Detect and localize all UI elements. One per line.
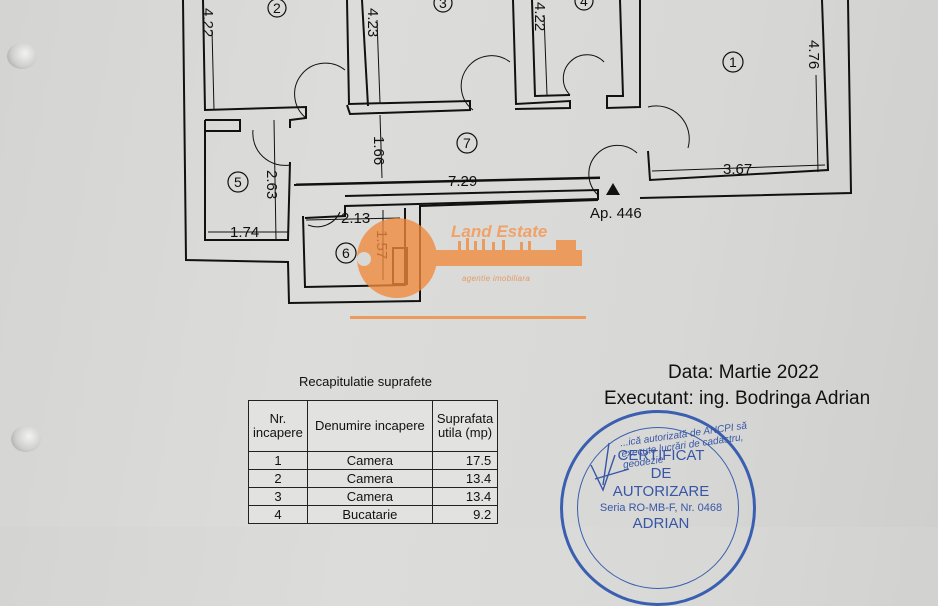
- document-executant: Executant: ing. Bodringa Adrian: [604, 388, 871, 409]
- table-row: 3 Camera 13.4: [248, 487, 499, 506]
- table-header-row: Nr. incapere Denumire incapere Suprafata…: [248, 400, 499, 452]
- table-row: 2 Camera 13.4: [248, 469, 499, 488]
- dim-room5-width: 1.74: [230, 224, 259, 241]
- dim-room6-width: 2.13: [341, 210, 370, 227]
- cell-area: 17.5: [431, 451, 499, 470]
- dim-room2-height: 4.22: [199, 8, 216, 37]
- stamp-line-autorizare: AUTORIZARE: [612, 483, 710, 500]
- cell-name: Camera: [306, 469, 433, 488]
- dim-room5-height: 2.63: [263, 170, 280, 199]
- watermark-key-icon: [350, 218, 586, 319]
- room-5-number: 5: [234, 174, 242, 190]
- room-4-number: 4: [580, 0, 588, 9]
- cell-nr: 2: [248, 469, 308, 488]
- cell-name: Camera: [306, 487, 433, 506]
- header-room-name: Denumire incapere: [306, 400, 433, 452]
- dim-room1-height: 4.76: [805, 40, 822, 69]
- table-row: 1 Camera 17.5: [248, 451, 499, 470]
- room-7-number: 7: [463, 135, 471, 151]
- binder-hole-top: [7, 43, 37, 69]
- dim-room4-height: 4.22: [531, 2, 548, 31]
- stamp-name: ADRIAN: [632, 515, 690, 532]
- document-date: Data: Martie 2022: [668, 362, 820, 383]
- stamp-line-de: DE: [650, 465, 672, 482]
- cell-area: 13.4: [431, 487, 499, 506]
- floor-plan: 4.22 4.23 4.22 4.76 3.67 7.29 1.66 2.63 …: [182, 0, 853, 319]
- stamp-line-certificat: CERTIFICAT: [617, 447, 705, 464]
- dim-room1-width: 3.67: [723, 161, 752, 178]
- cell-area: 9.2: [431, 505, 499, 524]
- room-1-number: 1: [729, 54, 737, 70]
- dim-hall-width: 7.29: [448, 173, 477, 190]
- recap-table: Nr. incapere Denumire incapere Suprafata…: [248, 400, 499, 524]
- cell-nr: 1: [248, 451, 308, 470]
- watermark-brand: Land Estate: [451, 222, 548, 241]
- watermark-tagline: agentie imobiliara: [462, 274, 531, 283]
- header-area: Suprafata utila (mp): [431, 400, 499, 452]
- cell-name: Camera: [306, 451, 433, 470]
- entrance-triangle-icon: [606, 183, 620, 195]
- table-row: 4 Bucatarie 9.2: [248, 505, 499, 524]
- recap-title: Recapitulatie suprafete: [299, 374, 432, 389]
- room-3-number: 3: [439, 0, 447, 11]
- stamp-series: Seria RO-MB-F, Nr. 0468: [599, 502, 723, 514]
- stamp-signature-icon: [590, 442, 630, 492]
- authorization-stamp: ...ică autorizată de ANCPI să execute lu…: [560, 410, 756, 606]
- header-room-number: Nr. incapere: [248, 400, 308, 452]
- cell-nr: 3: [248, 487, 308, 506]
- apartment-label: Ap. 446: [590, 205, 642, 222]
- cell-nr: 4: [248, 505, 308, 524]
- cell-name: Bucatarie: [306, 505, 433, 524]
- cell-area: 13.4: [431, 469, 499, 488]
- dim-room3-height: 4.23: [364, 8, 381, 37]
- room-6-number: 6: [342, 245, 350, 261]
- binder-hole-bottom: [11, 426, 41, 452]
- dim-hall-height: 1.66: [370, 136, 387, 165]
- room-2-number: 2: [273, 0, 281, 16]
